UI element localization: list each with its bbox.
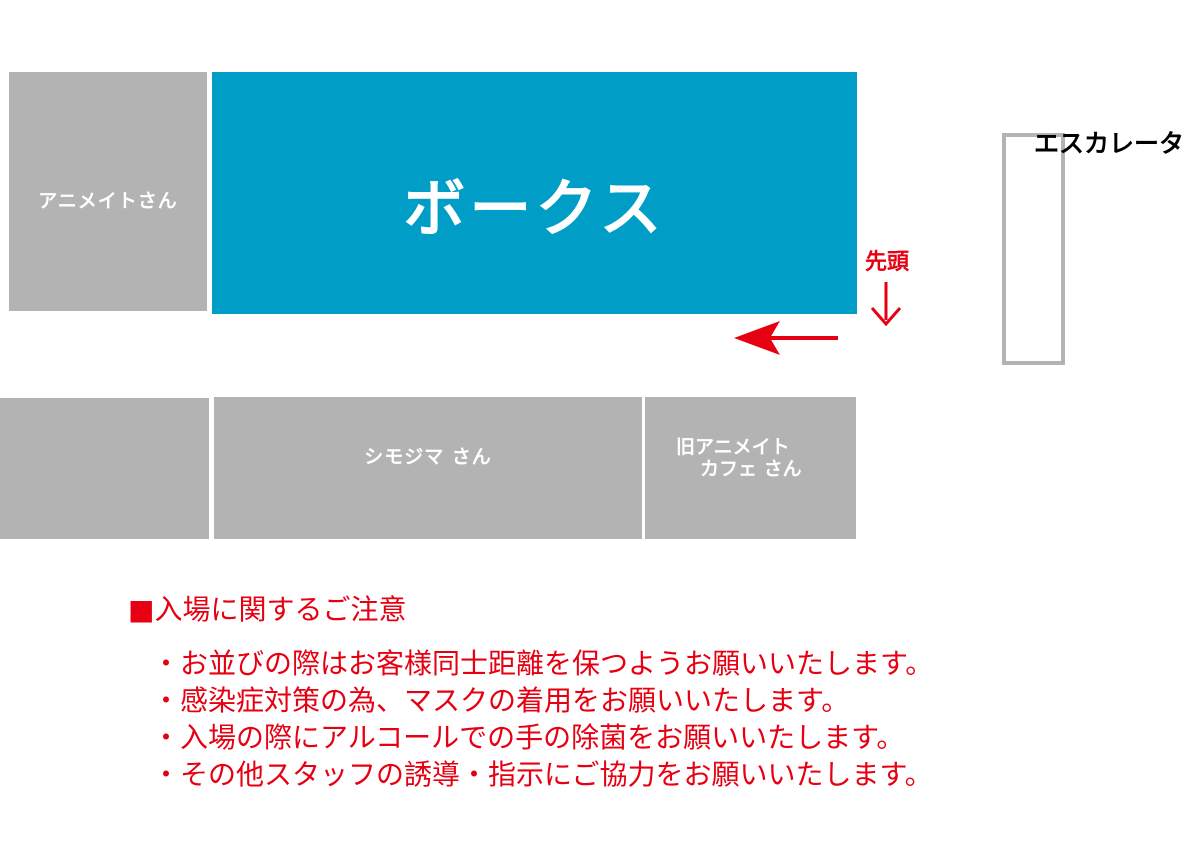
store-shimojima: シモジマ さん: [214, 397, 642, 539]
queue-head-label: 先頭: [865, 250, 910, 275]
store-animate: アニメイトさん: [9, 72, 207, 311]
notice-item: ・感染症対策の為、マスクの着用をお願いいたします。: [152, 684, 850, 717]
store-animate-label: アニメイトさん: [38, 190, 178, 212]
left-arrow-icon: [734, 321, 838, 355]
store-old-animate-cafe: 旧アニメイト カフェ さん: [645, 397, 856, 539]
store-old-animate-cafe-label-line2: カフェ さん: [700, 458, 802, 480]
store-unlabeled: [0, 398, 209, 539]
store-boxes: ボークス: [212, 72, 857, 314]
escalator-outline: [1002, 133, 1065, 365]
notice-list: ・お並びの際はお客様同士距離を保つようお願いいたします。 ・感染症対策の為、マス…: [152, 645, 933, 793]
store-shimojima-label: シモジマ さん: [364, 446, 492, 468]
notice-item: ・入場の際にアルコールでの手の除菌をお願いいたします。: [152, 721, 905, 754]
escalator-label: エスカレータ: [1034, 129, 1185, 158]
notice-title: ■入場に関するご注意: [128, 593, 407, 626]
store-boxes-label: ボークス: [403, 172, 666, 245]
down-arrow-icon: [870, 282, 902, 327]
notice-item: ・お並びの際はお客様同士距離を保つようお願いいたします。: [152, 647, 934, 680]
store-old-animate-cafe-label-line1: 旧アニメイト: [676, 436, 790, 458]
notice-item: ・その他スタッフの誘導・指示にご協力をお願いいたします。: [152, 758, 933, 791]
